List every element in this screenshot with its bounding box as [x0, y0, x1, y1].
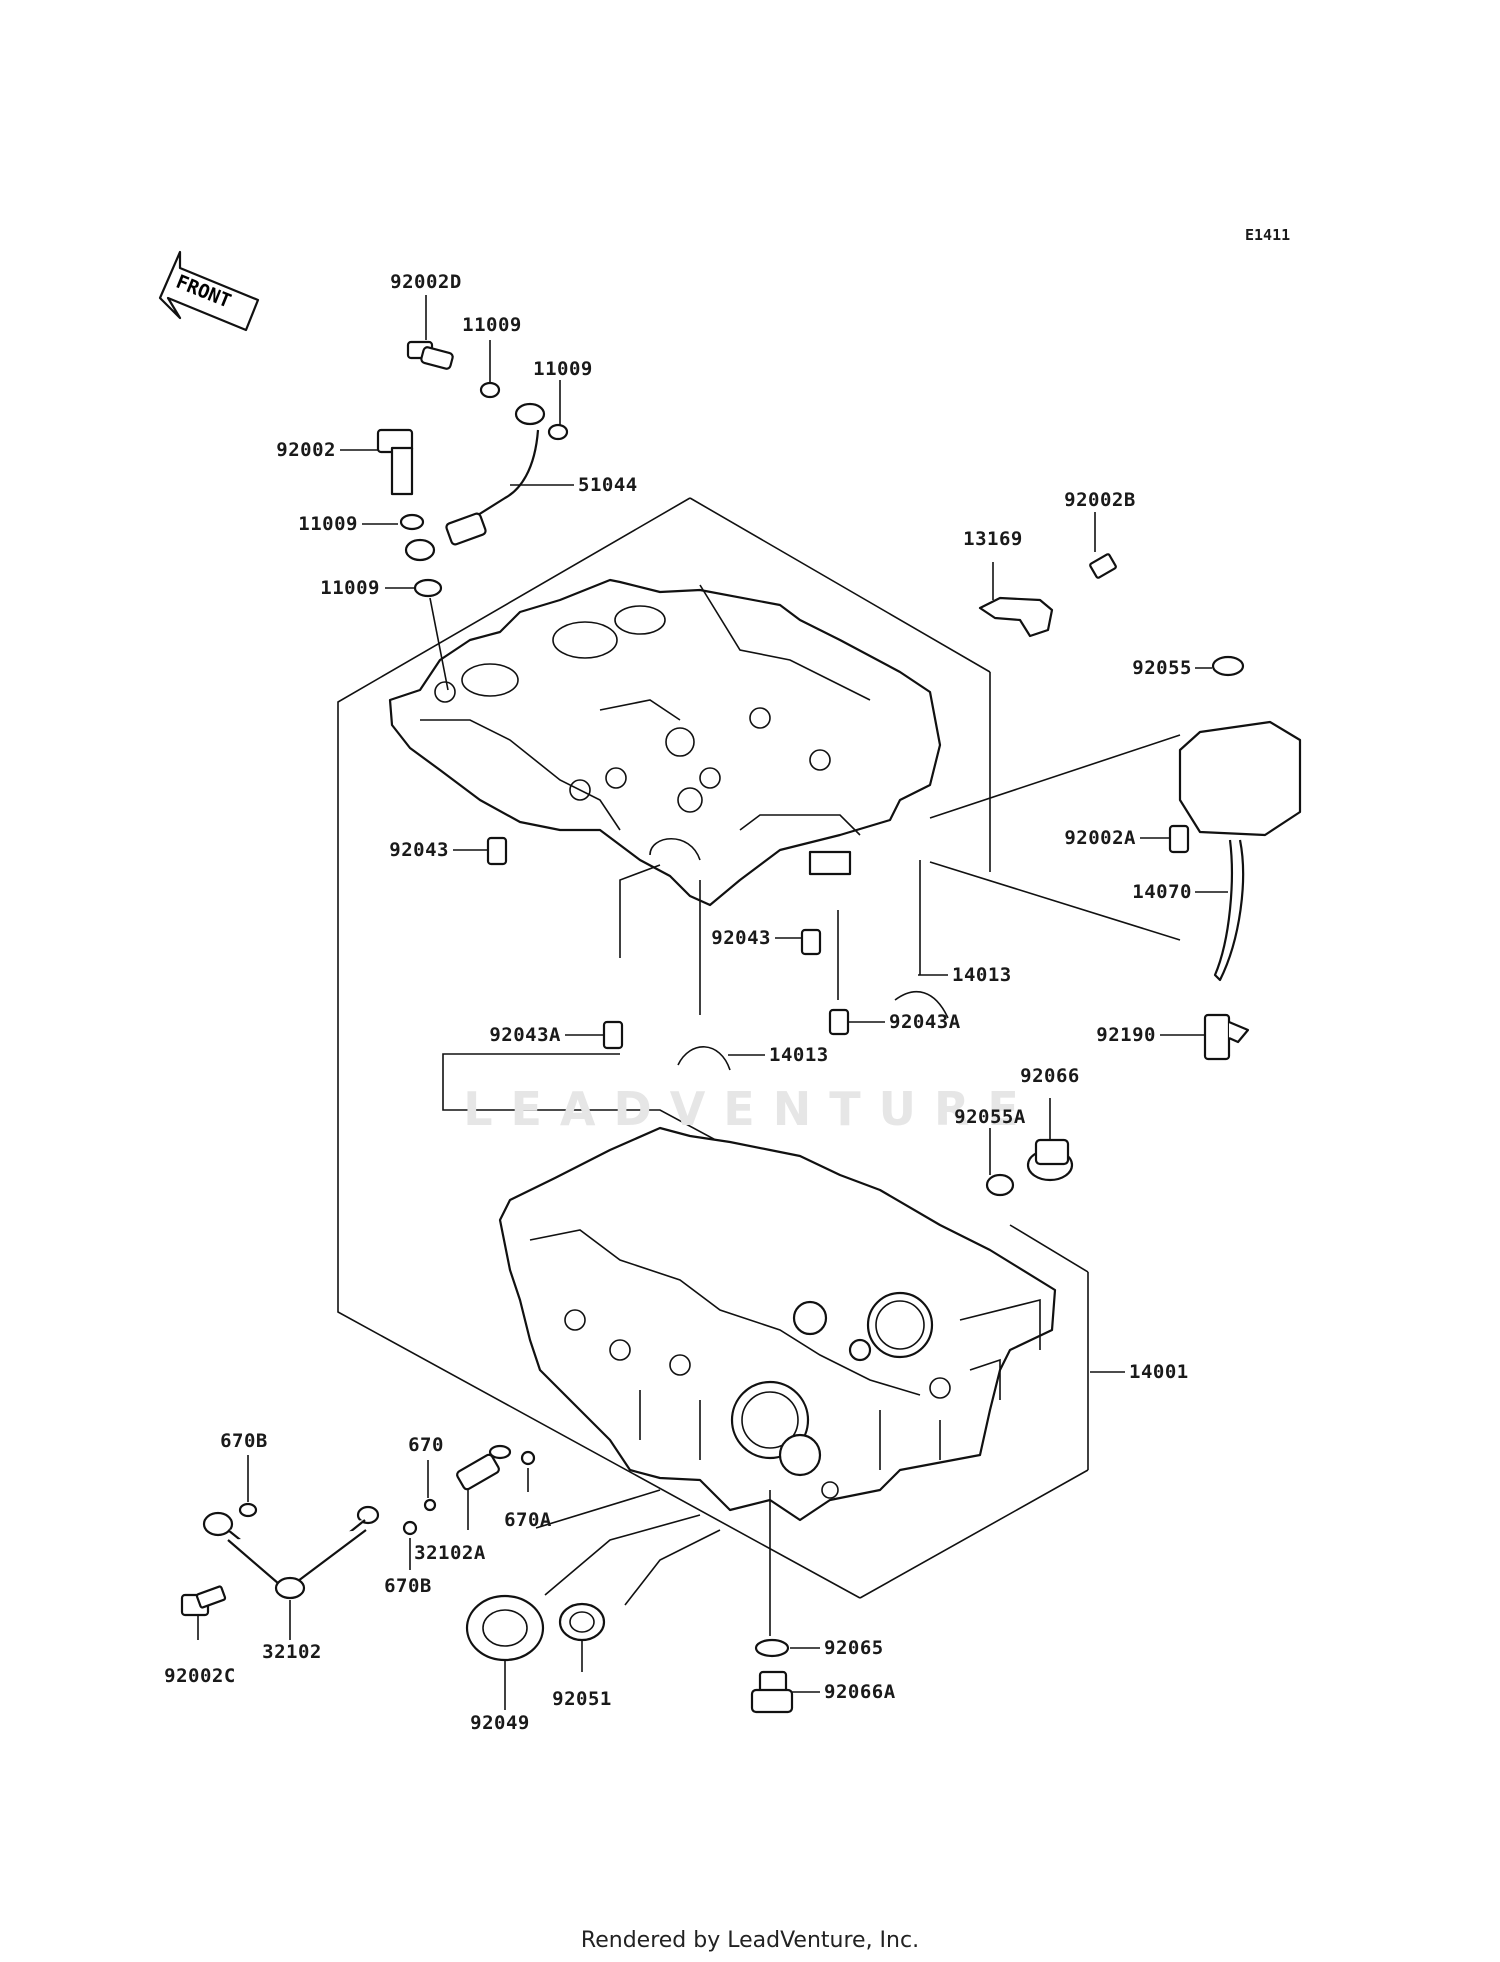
callout-92043a-a[interactable]: 92043A: [489, 1024, 561, 1046]
part-92051-seal: [558, 1602, 606, 1642]
callout-92002[interactable]: 92002: [276, 439, 336, 461]
callout-11009-d[interactable]: 11009: [320, 577, 380, 599]
callout-13169[interactable]: 13169: [963, 528, 1023, 550]
callout-92049[interactable]: 92049: [470, 1712, 530, 1734]
callout-92066[interactable]: 92066: [1020, 1065, 1080, 1087]
upper-crankcase: [388, 578, 942, 907]
callout-11009-b[interactable]: 11009: [533, 358, 593, 380]
part-32102a-fitting: [456, 1444, 512, 1491]
part-92002b-bolt: [1089, 553, 1117, 579]
callout-92043a-b[interactable]: 92043A: [889, 1011, 961, 1033]
callout-92055[interactable]: 92055: [1132, 657, 1192, 679]
callout-92065[interactable]: 92065: [824, 1637, 884, 1659]
watermark: LEADVENTURE: [463, 1082, 1037, 1136]
callout-92043-a[interactable]: 92043: [389, 839, 449, 861]
callout-670a[interactable]: 670A: [504, 1509, 552, 1531]
leader-lines: [197, 295, 1228, 1710]
part-92190-fitting: [1203, 1013, 1250, 1061]
callout-92066a[interactable]: 92066A: [824, 1681, 896, 1703]
dowel-pins-92043: [486, 836, 850, 1050]
callout-14001[interactable]: 14001: [1129, 1361, 1189, 1383]
callout-14013-b[interactable]: 14013: [769, 1044, 829, 1066]
callout-92043-b[interactable]: 92043: [711, 927, 771, 949]
part-92055-washer: [1211, 655, 1245, 677]
callout-92190[interactable]: 92190: [1096, 1024, 1156, 1046]
callout-670[interactable]: 670: [408, 1434, 444, 1456]
callout-92002b[interactable]: 92002B: [1064, 489, 1136, 511]
part-92002a-bolt: [1168, 824, 1190, 854]
callout-92055a[interactable]: 92055A: [954, 1106, 1026, 1128]
bearing-inserts-14013: [677, 990, 949, 1071]
callout-92002c[interactable]: 92002C: [164, 1665, 236, 1687]
diagram-code: E1411: [1245, 226, 1291, 244]
callout-11009-a[interactable]: 11009: [462, 314, 522, 336]
callout-14013-a[interactable]: 14013: [952, 964, 1012, 986]
part-92002c-bolt: [180, 1585, 227, 1617]
footer-credit: Rendered by LeadVenture, Inc.: [580, 1928, 920, 1953]
callout-670b-b[interactable]: 670B: [384, 1575, 432, 1597]
callout-32102[interactable]: 32102: [262, 1641, 322, 1663]
part-92066-plug: [1026, 1138, 1074, 1182]
callout-92002d[interactable]: 92002D: [390, 271, 462, 293]
callout-51044[interactable]: 51044: [578, 474, 638, 496]
part-92055a-oring: [985, 1173, 1015, 1197]
orings-670: [238, 1450, 536, 1536]
callout-14070[interactable]: 14070: [1132, 881, 1192, 903]
part-92002: [376, 428, 414, 496]
part-32102-oil-pipe: [202, 1505, 380, 1600]
washers-11009: [399, 381, 569, 598]
part-92066a-drain-plug: [750, 1670, 794, 1714]
part-13169-bracket: [978, 596, 1054, 638]
front-arrow: FRONT: [158, 250, 260, 332]
lower-crankcase: [498, 1126, 1057, 1522]
callout-11009-c[interactable]: 11009: [298, 513, 358, 535]
callout-92051[interactable]: 92051: [552, 1688, 612, 1710]
part-92049-seal: [465, 1594, 545, 1662]
callout-92002a[interactable]: 92002A: [1064, 827, 1136, 849]
part-92065-washer: [754, 1638, 790, 1658]
callout-670b-a[interactable]: 670B: [220, 1430, 268, 1452]
part-92002d: [406, 340, 454, 370]
callout-32102a[interactable]: 32102A: [414, 1542, 486, 1564]
part-51044-oil-pipe: [404, 402, 546, 562]
part-14070-breather: [1178, 720, 1302, 982]
